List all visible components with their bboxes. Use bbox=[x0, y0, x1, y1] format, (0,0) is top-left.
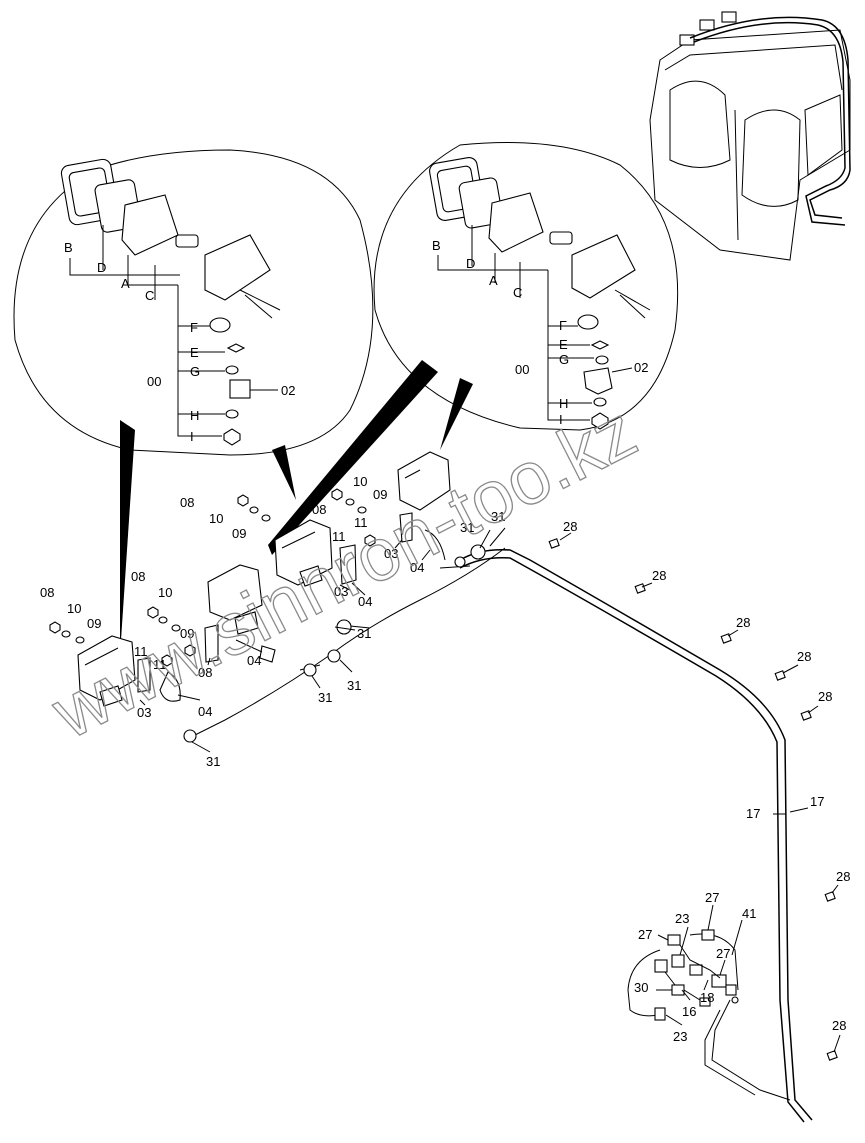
detail-right-label-E: E bbox=[559, 337, 568, 352]
callout-08-mid-nut-b: 08 bbox=[198, 665, 212, 680]
detail-right-label-C: C bbox=[513, 285, 522, 300]
lamps bbox=[77, 451, 451, 707]
callout-31-clip-f: 31 bbox=[206, 754, 220, 769]
callout-28-grommet-c: 28 bbox=[736, 615, 750, 630]
detail-left-label-F: F bbox=[190, 320, 198, 335]
callout-27-connector-b: 27 bbox=[638, 927, 652, 942]
detail-left-label-E: E bbox=[190, 345, 199, 360]
callout-17-harness-right: 17 bbox=[810, 794, 824, 809]
detail-bubble-right bbox=[268, 142, 679, 555]
wire-harness bbox=[194, 547, 813, 1123]
detail-right-label-D: D bbox=[466, 256, 475, 271]
callout-08-top-nut: 08 bbox=[312, 502, 326, 517]
callout-41-connector: 41 bbox=[742, 906, 756, 921]
callout-08-upper-nut: 08 bbox=[180, 495, 194, 510]
callout-10-upper-washer: 10 bbox=[209, 511, 223, 526]
detail-right-label-assy: 00 bbox=[515, 362, 529, 377]
detail-right-label-bracket: 02 bbox=[634, 360, 648, 375]
callout-17-harness-left: 17 bbox=[746, 806, 760, 821]
detail-left-label-A: A bbox=[121, 276, 130, 291]
callout-08-left-nut: 08 bbox=[40, 585, 54, 600]
connector-cluster bbox=[627, 929, 739, 1021]
callout-27-connector-a: 27 bbox=[705, 890, 719, 905]
detail-right-label-H: H bbox=[559, 396, 568, 411]
detail-left-label-G: G bbox=[190, 364, 200, 379]
callout-08-mid-nut: 08 bbox=[131, 569, 145, 584]
callout-16-connector: 16 bbox=[682, 1004, 696, 1019]
detail-left-label-B: B bbox=[64, 240, 73, 255]
callout-03-left-bracket: 03 bbox=[137, 705, 151, 720]
callout-09-mid-washer: 09 bbox=[180, 626, 194, 641]
callout-04-left-bracket: 04 bbox=[198, 704, 212, 719]
callout-leaders bbox=[139, 527, 841, 1053]
callout-03-upper-bracket: 03 bbox=[334, 584, 348, 599]
detail-left-label-I: I bbox=[190, 429, 194, 444]
callout-09-top-washer: 09 bbox=[373, 487, 387, 502]
callout-04-upper-bracket: 04 bbox=[358, 594, 372, 609]
callout-11-mid-bolt-b: 11 bbox=[134, 644, 148, 659]
detail-right-label-A: A bbox=[489, 273, 498, 288]
clips bbox=[183, 544, 486, 743]
callout-04-mid-bracket: 04 bbox=[247, 653, 261, 668]
callout-28-grommet-a: 28 bbox=[563, 519, 577, 534]
callout-18-connector: 18 bbox=[700, 990, 714, 1005]
hardware-nuts-washers bbox=[49, 488, 376, 667]
detail-left-label-H: H bbox=[190, 408, 199, 423]
callout-31-clip-a: 31 bbox=[460, 520, 474, 535]
detail-left-label-bracket: 02 bbox=[281, 383, 295, 398]
callout-31-clip-c: 31 bbox=[357, 626, 371, 641]
callout-04-top-bracket: 04 bbox=[410, 560, 424, 575]
detail-right-label-G: G bbox=[559, 352, 569, 367]
callout-28-grommet-b: 28 bbox=[652, 568, 666, 583]
grommets bbox=[548, 538, 838, 1061]
callout-31-clip-d: 31 bbox=[347, 678, 361, 693]
callout-10-top-washer: 10 bbox=[353, 474, 367, 489]
detail-right-label-B: B bbox=[432, 238, 441, 253]
callout-10-mid-washer: 10 bbox=[158, 585, 172, 600]
callout-28-grommet-f: 28 bbox=[836, 869, 850, 884]
callout-11-top-bolt: 11 bbox=[354, 515, 368, 530]
callout-09-upper-washer: 09 bbox=[232, 526, 246, 541]
cab-illustration bbox=[649, 11, 851, 261]
callout-10-left-washer: 10 bbox=[67, 601, 81, 616]
callout-09-left-washer: 09 bbox=[87, 616, 101, 631]
callout-03-top-bracket: 03 bbox=[384, 546, 398, 561]
callout-23-connector-a: 23 bbox=[675, 911, 689, 926]
detail-left-label-C: C bbox=[145, 288, 154, 303]
callout-28-grommet-e: 28 bbox=[818, 689, 832, 704]
detail-left-label-D: D bbox=[97, 260, 106, 275]
detail-left-label-assy: 00 bbox=[147, 374, 161, 389]
callout-31-clip-e: 31 bbox=[318, 690, 332, 705]
detail-right-label-I: I bbox=[559, 412, 563, 427]
callout-28-grommet-g: 28 bbox=[832, 1018, 846, 1033]
detail-bubble-left bbox=[13, 149, 374, 655]
callout-28-grommet-d: 28 bbox=[797, 649, 811, 664]
callout-27-connector-c: 27 bbox=[716, 946, 730, 961]
callout-31-clip-b: 31 bbox=[491, 509, 505, 524]
callout-11-mid-bolt: 11 bbox=[153, 657, 167, 672]
callout-23-connector-b: 23 bbox=[673, 1029, 687, 1044]
detail-right-label-F: F bbox=[559, 318, 567, 333]
callout-11-top-bolt-b: 11 bbox=[332, 529, 346, 544]
callout-30-connector: 30 bbox=[634, 980, 648, 995]
